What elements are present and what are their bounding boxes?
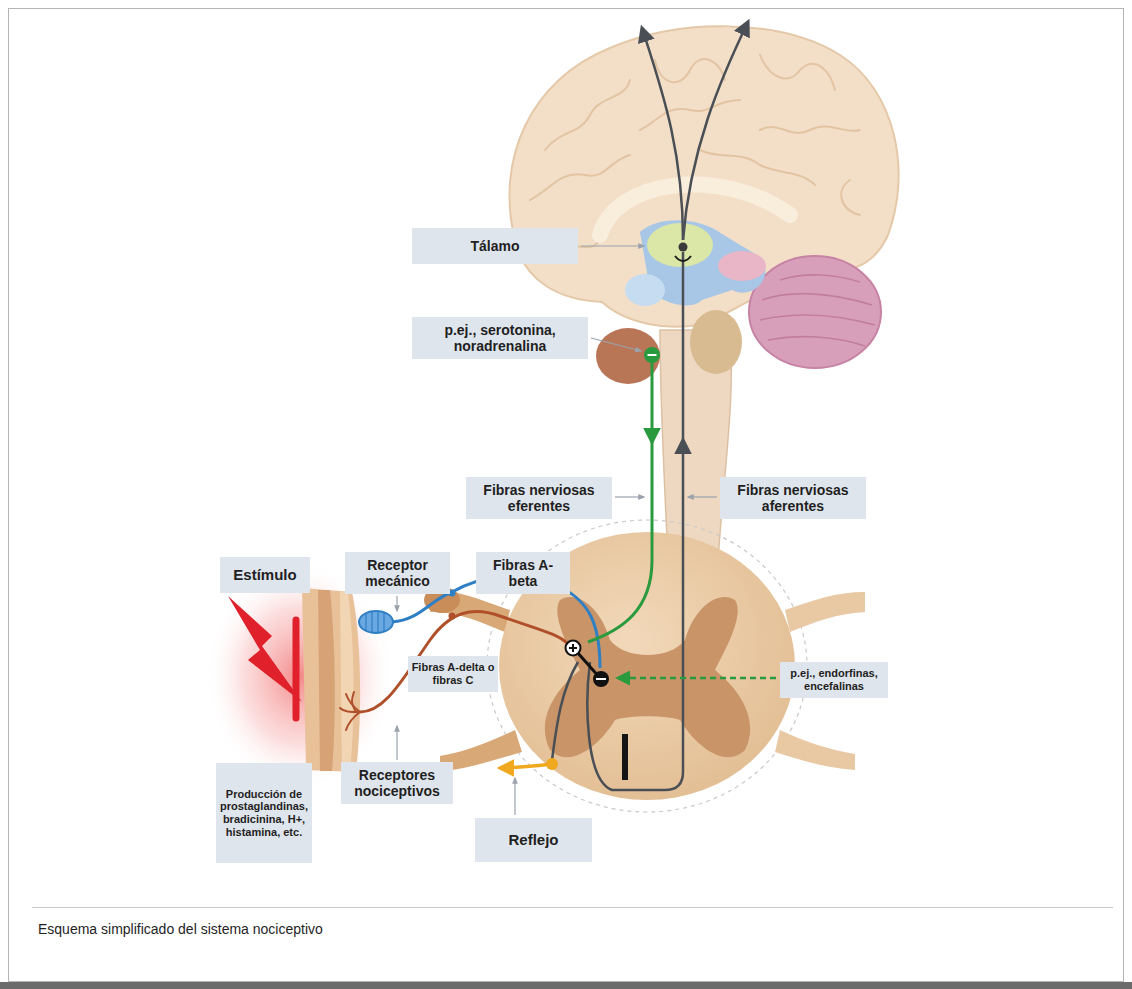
figure-caption: Esquema simplificado del sistema nocicep… xyxy=(38,921,323,937)
label-box: Fibras nerviosas eferentes xyxy=(466,477,612,519)
label-box: Estímulo xyxy=(220,557,310,593)
label-box: Fibras nerviosas aferentes xyxy=(720,477,866,519)
label-box: Producción de prostaglandinas, bradicini… xyxy=(216,763,312,863)
label-text: Reflejo xyxy=(481,831,586,848)
label-box: Reflejo xyxy=(475,818,592,862)
label-box: p.ej., serotonina, noradrenalina xyxy=(412,317,588,359)
label-text: Fibras A-beta xyxy=(482,557,564,589)
label-box: Receptores nociceptivos xyxy=(341,762,453,804)
label-text: p.ej., endorfinas, encefalinas xyxy=(783,667,885,692)
label-box: Fibras A-delta o fibras C xyxy=(408,656,498,692)
label-text: Producción de prostaglandinas, bradicini… xyxy=(219,788,309,839)
label-text: Receptor mecánico xyxy=(351,557,444,589)
label-box: p.ej., endorfinas, encefalinas xyxy=(780,662,888,698)
label-text: Fibras A-delta o fibras C xyxy=(411,661,495,686)
label-text: Receptores nociceptivos xyxy=(347,767,447,799)
label-box: Receptor mecánico xyxy=(345,552,450,594)
label-text: p.ej., serotonina, noradrenalina xyxy=(418,322,582,354)
label-text: Tálamo xyxy=(418,238,572,254)
label-box: Fibras A-beta xyxy=(476,552,570,594)
label-box: Tálamo xyxy=(412,228,578,264)
label-text: Estímulo xyxy=(226,566,304,583)
label-text: Fibras nerviosas aferentes xyxy=(726,482,860,514)
label-text: Fibras nerviosas eferentes xyxy=(472,482,606,514)
